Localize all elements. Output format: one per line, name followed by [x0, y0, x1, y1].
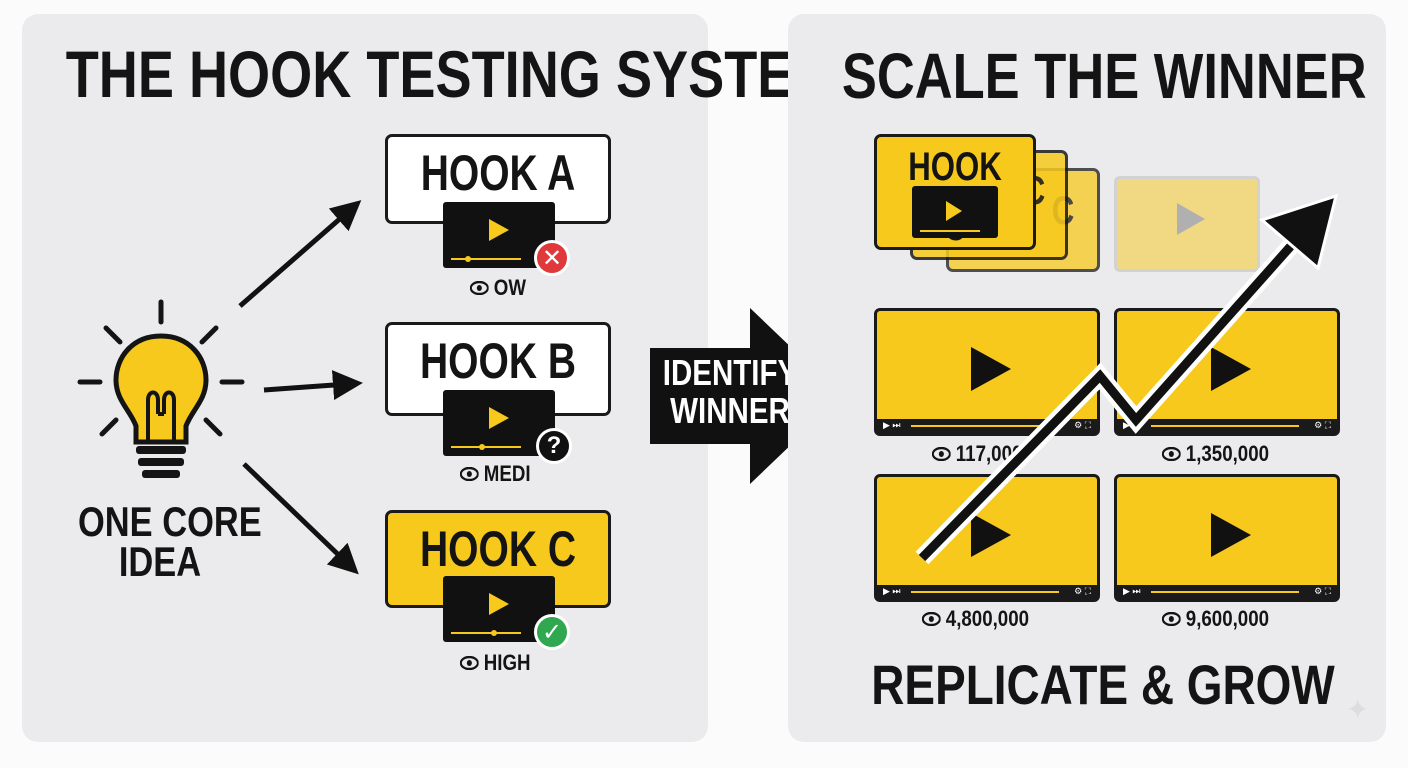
stack-video[interactable]: [912, 186, 998, 238]
idea-label-line2: IDEA: [118, 538, 202, 585]
right-panel-title: SCALE THE WINNER: [841, 40, 1367, 112]
arrow-to-hook-c: [242, 462, 359, 575]
hook-c-label: HOOK C: [420, 521, 576, 577]
play-icon: [1211, 347, 1251, 391]
left-panel-title: THE HOOK TESTING SYSTEM: [65, 37, 839, 111]
sparkle-icon: ✦: [1346, 694, 1370, 725]
play-icon: [489, 407, 509, 429]
idea-label-line1: ONE CORE: [78, 498, 262, 545]
video-card-4[interactable]: ▶ ⏭⚙ ⛶: [1114, 474, 1340, 602]
play-icon: [946, 201, 962, 221]
growth-arrow: [915, 193, 1339, 565]
play-icon: [971, 513, 1011, 557]
lightbulb-icon: [77, 299, 245, 478]
eye-icon: [460, 656, 479, 670]
video-controls[interactable]: ▶ ⏭⚙ ⛶: [877, 585, 1097, 599]
play-icon: [971, 347, 1011, 391]
eye-icon: [932, 447, 951, 461]
identify-label-line2: WINNER: [670, 390, 790, 431]
play-icon: [1211, 513, 1251, 557]
question-icon: ?: [536, 428, 572, 464]
video-2-views: 1,350,000: [1162, 441, 1269, 467]
check-icon: ✓: [534, 614, 570, 650]
arrow-to-hook-a: [238, 200, 362, 308]
video-3-views: 4,800,000: [922, 606, 1029, 632]
stack-hook-c-label: HOOK C: [908, 145, 1002, 249]
eye-icon: [1162, 447, 1181, 461]
right-panel-footer: REPLICATE & GROW: [871, 653, 1335, 716]
video-controls[interactable]: ▶ ⏭⚙ ⛶: [1117, 585, 1337, 599]
hook-b-views: MEDI: [460, 461, 531, 487]
arrow-to-hook-b: [263, 370, 363, 401]
hook-a-views: OW: [470, 275, 526, 301]
eye-icon: [922, 612, 941, 626]
video-4-views: 9,600,000: [1162, 606, 1269, 632]
eye-icon: [1162, 612, 1181, 626]
x-icon: ✕: [534, 240, 570, 276]
eye-icon: [460, 467, 479, 481]
eye-icon: [470, 281, 489, 295]
identify-label-line1: IDENTIFY: [662, 352, 798, 393]
hook-b-label: HOOK B: [420, 333, 576, 389]
play-icon: [1177, 203, 1205, 235]
hook-a-label: HOOK A: [420, 145, 576, 201]
faded-video[interactable]: [1114, 176, 1260, 272]
play-icon: [489, 593, 509, 615]
play-icon: [489, 219, 509, 241]
hook-c-views: HIGH: [460, 650, 531, 676]
branch-arrows: [238, 200, 363, 575]
